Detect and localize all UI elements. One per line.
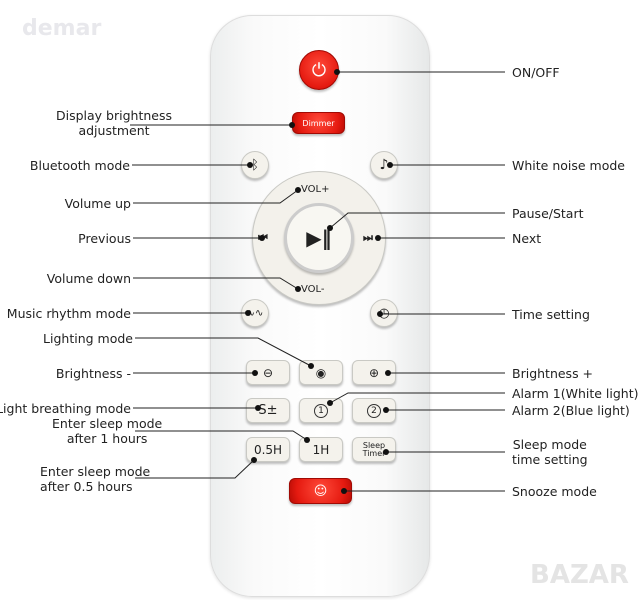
label-line: adjustment	[78, 123, 150, 138]
label-line: after 1 hours	[66, 431, 148, 446]
label-volume-up: Volume up	[64, 196, 131, 211]
timer-label: Timer	[362, 448, 386, 458]
label-line: Enter sleep mode	[52, 416, 163, 431]
sleep-1h-button[interactable]: 1H	[299, 437, 343, 462]
lighting-mode-button[interactable]: ◉	[299, 360, 343, 385]
label-line: Sleep mode	[512, 437, 587, 452]
watermark-demar: demar	[22, 16, 102, 41]
watermark-bazar: BAZAR	[530, 560, 629, 590]
sleep-label: Sleep	[362, 440, 386, 450]
label-alarm1: Alarm 1(White light)	[512, 386, 638, 401]
clock-icon: ◷	[378, 305, 390, 321]
alarm-clock-1-icon: 1	[314, 403, 328, 418]
label-next: Next	[512, 231, 542, 246]
breathing-button[interactable]: S±	[246, 398, 290, 423]
alarm1-button[interactable]: 1	[299, 398, 343, 423]
snooze-face-icon: ☺	[313, 483, 328, 499]
rhythm-button[interactable]: ∿∿	[241, 299, 269, 327]
next-button[interactable]: ⏭	[363, 230, 373, 245]
label-music-rhythm: Music rhythm mode	[6, 306, 131, 321]
label-brightness-minus: Brightness -	[55, 366, 131, 381]
bulb-minus-icon: ⊖	[262, 365, 274, 380]
label-light-breathing: Light breathing mode	[0, 401, 131, 416]
label-white-noise: White noise mode	[512, 158, 625, 173]
waveform-icon: ∿∿	[246, 307, 264, 319]
next-icon: ⏭	[363, 231, 373, 244]
label-time-setting: Time setting	[512, 307, 590, 322]
alarm-clock-2-icon: 2	[367, 403, 381, 418]
label-brightness-plus: Brightness +	[512, 366, 594, 381]
label-pause-start: Pause/Start	[512, 206, 584, 221]
label-snooze: Snooze mode	[512, 484, 597, 499]
label-alarm2: Alarm 2(Blue light)	[512, 403, 630, 418]
vol-up-button[interactable]: VOL+	[301, 184, 330, 195]
label-volume-down: Volume down	[46, 271, 131, 286]
label-line: time setting	[512, 452, 588, 467]
time-setting-button[interactable]: ◷	[370, 299, 398, 327]
label-lighting-mode: Lighting mode	[43, 331, 133, 346]
bulb-icon: ◉	[315, 365, 327, 380]
music-note-icon: ♪	[379, 157, 389, 173]
label-line: after 0.5 hours	[40, 479, 133, 494]
vol-down-button[interactable]: VOL-	[301, 284, 325, 295]
play-pause-button[interactable]: ▶‖	[284, 203, 354, 273]
label-line: Enter sleep mode	[40, 464, 151, 479]
label-previous: Previous	[78, 231, 131, 246]
label-line: Display brightness	[56, 108, 172, 123]
bluetooth-icon: ᛒ	[251, 157, 259, 173]
bulb-plus-icon: ⊕	[368, 365, 380, 380]
label-on-off: ON/OFF	[512, 65, 560, 80]
play-pause-icon: ▶‖	[306, 226, 332, 250]
label-bluetooth: Bluetooth mode	[29, 158, 130, 173]
power-icon: ⏻	[311, 59, 327, 81]
